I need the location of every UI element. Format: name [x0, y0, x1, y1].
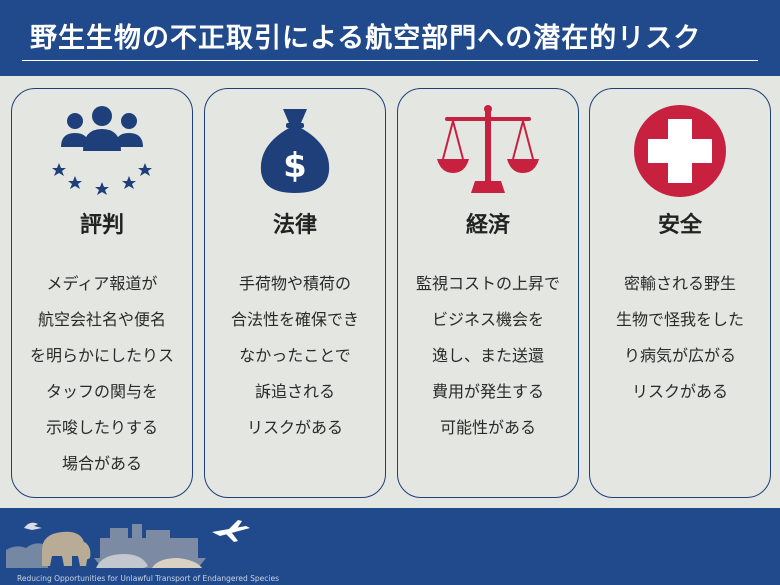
description-line: なかったことで: [239, 346, 351, 365]
card-heading: 安全: [657, 213, 702, 238]
risk-cards: 評判 メディア報道が 航空会社名や便名 を明らかにしたりス タッフの関与を 示唆…: [11, 88, 771, 498]
card-description: 監視コストの上昇で ビジネス機会を 逸し、また送還 費用が発生する 可能性がある: [406, 266, 570, 446]
description-line: 示唆したりする: [45, 418, 158, 437]
header-banner: 野生生物の不正取引による航空部門への潜在的リスク: [0, 0, 780, 76]
description-line: 訴追される: [254, 382, 335, 401]
description-line: 監視コストの上昇で: [415, 274, 560, 293]
economic-scales-icon: [398, 101, 578, 201]
description-line: 可能性がある: [439, 418, 536, 437]
description-line: 場合がある: [61, 454, 142, 473]
page-title: 野生生物の不正取引による航空部門への潜在的リスク: [30, 23, 702, 54]
footer-banner: Reducing Opportunities for Unlawful Tran…: [0, 508, 780, 585]
card-description: メディア報道が 航空会社名や便名 を明らかにしたりス タッフの関与を 示唆したり…: [20, 266, 184, 482]
description-line: タッフの関与を: [45, 382, 158, 401]
description-line: 航空会社名や便名: [37, 310, 166, 329]
card-economic: 経済 監視コストの上昇で ビジネス機会を 逸し、また送還 費用が発生する 可能性…: [397, 88, 579, 498]
description-line: り病気が広がる: [623, 346, 736, 365]
card-heading: 法律: [272, 213, 317, 238]
description-line: を明らかにしたりス: [29, 346, 174, 365]
card-description: 密輸される野生 生物で怪我をした り病気が広がる リスクがある: [598, 266, 762, 410]
logo-caption: Reducing Opportunities for Unlawful Tran…: [17, 574, 279, 583]
card-reputation: 評判 メディア報道が 航空会社名や便名 を明らかにしたりス タッフの関与を 示唆…: [11, 88, 193, 498]
routes-logo-image: [6, 520, 250, 568]
description-line: 費用が発生する: [431, 382, 544, 401]
svg-text:$: $: [283, 146, 307, 186]
description-line: 手荷物や積荷の: [238, 274, 351, 293]
description-line: ビジネス機会を: [431, 310, 544, 329]
description-line: メディア報道が: [46, 274, 158, 293]
card-heading: 経済: [465, 213, 510, 238]
card-legal: $ 法律 手荷物や積荷の 合法性を確保でき なかったことで 訴追される リスクが…: [204, 88, 386, 498]
safety-medical-cross-icon: [590, 101, 770, 201]
description-line: リスクがある: [631, 382, 728, 401]
card-description: 手荷物や積荷の 合法性を確保でき なかったことで 訴追される リスクがある: [213, 266, 377, 446]
reputation-people-stars-icon: [12, 101, 192, 201]
description-line: 逸し、また送還: [431, 346, 544, 365]
card-safety: 安全 密輸される野生 生物で怪我をした り病気が広がる リスクがある: [589, 88, 771, 498]
card-heading: 評判: [79, 213, 124, 238]
legal-money-bag-icon: $: [205, 101, 385, 201]
description-line: 密輸される野生: [623, 274, 736, 293]
header-divider: [22, 60, 758, 61]
description-line: 合法性を確保でき: [230, 310, 359, 329]
description-line: リスクがある: [246, 418, 343, 437]
description-line: 生物で怪我をした: [615, 310, 744, 329]
